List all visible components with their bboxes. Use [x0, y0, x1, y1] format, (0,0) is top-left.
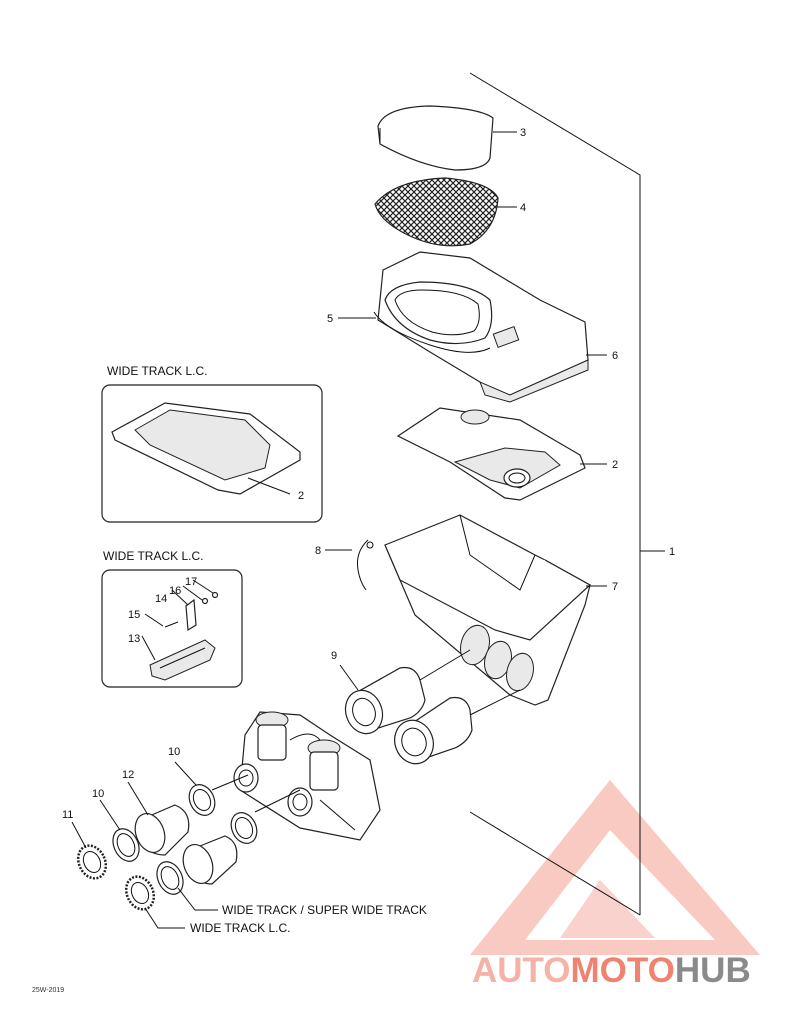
inset-wide-track-bracket	[101, 569, 243, 688]
inset1-title: WIDE TRACK L.C.	[107, 364, 207, 378]
callout-10-lower: 10	[92, 788, 104, 800]
svg-text:AUTOMOTOHUB: AUTOMOTOHUB	[472, 951, 751, 990]
callout-15: 15	[128, 609, 140, 621]
callout-7: 7	[612, 581, 618, 593]
inset-wide-track-plate	[101, 384, 323, 523]
callout-4: 4	[520, 202, 526, 214]
part-5-6-cover	[338, 251, 607, 403]
watermark-moto: MOTO	[571, 951, 675, 990]
variant-caption-2: WIDE TRACK L.C.	[190, 921, 290, 935]
callout-17: 17	[185, 576, 197, 588]
watermark-logo	[470, 780, 760, 955]
assembly-bracket	[469, 72, 665, 916]
watermark-auto: AUTO	[472, 951, 571, 990]
callout-6: 6	[612, 350, 618, 362]
callout-3: 3	[520, 127, 526, 139]
part-4-mesh-screen	[374, 177, 517, 247]
watermark-text: AUTOMOTOHUB	[472, 951, 751, 990]
reference-code: 25W-2019	[32, 987, 64, 994]
callout-10-upper: 10	[168, 746, 180, 758]
part-8-clip	[325, 539, 374, 591]
part-9-rubber-adaptors	[339, 649, 521, 765]
clamps-and-sleeves	[76, 774, 301, 911]
callout-2-inset: 2	[298, 490, 304, 502]
callout-14: 14	[155, 593, 167, 605]
carburetor-assembly	[233, 711, 381, 841]
part-2-base-plate	[396, 407, 607, 501]
callout-11: 11	[62, 809, 73, 821]
callout-13: 13	[128, 633, 140, 645]
captions: WIDE TRACK L.C. WIDE TRACK L.C. WIDE TRA…	[32, 364, 427, 994]
callout-1: 1	[669, 546, 675, 558]
callout-labels: 3 4 5 6 2 1 8 7 9 2 17 16 14 15 13 10 12…	[62, 127, 675, 821]
part-7-airbox	[384, 514, 607, 706]
variant-caption-1: WIDE TRACK / SUPER WIDE TRACK	[222, 903, 427, 917]
callout-8: 8	[315, 545, 321, 557]
callout-16: 16	[169, 585, 181, 597]
callout-9: 9	[331, 650, 337, 662]
callout-5: 5	[327, 313, 333, 325]
callout-2-main: 2	[612, 459, 618, 471]
inset2-title: WIDE TRACK L.C.	[103, 549, 203, 563]
watermark-hub: HUB	[675, 951, 751, 990]
leader-lines	[71, 761, 218, 929]
part-3-pad	[377, 105, 517, 171]
callout-12: 12	[122, 769, 134, 781]
